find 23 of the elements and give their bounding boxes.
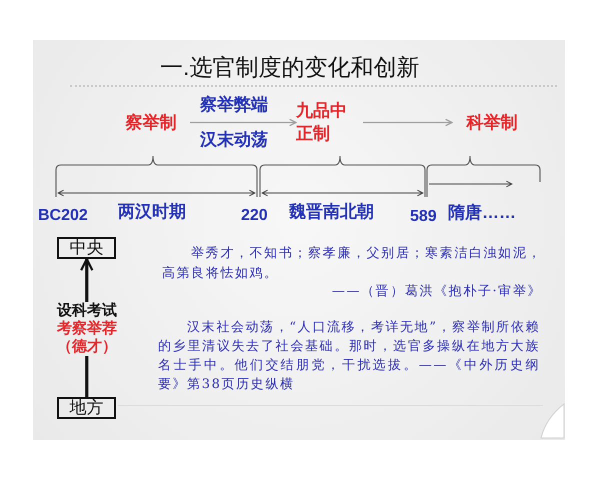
system-label: 九品中正制: [296, 99, 363, 145]
connector-line: [85, 356, 88, 397]
criteria-label: 考察举荐（德才）: [56, 320, 118, 356]
level-box: 地方: [57, 397, 116, 419]
year-label: 589: [410, 207, 437, 227]
arrow: [363, 118, 453, 126]
method-label: 设科考试: [57, 302, 117, 320]
citation-text: ——（晋）葛洪《抱朴子·审举》: [330, 283, 542, 301]
arrow: [190, 118, 297, 126]
quote-text: 举秀才，不知书；察孝廉，父别居；寒素洁白浊如泥，高第良将怯如鸡。: [162, 245, 542, 283]
period-label: 隋唐……: [448, 202, 516, 224]
quote-text: 汉末社会动荡，“人口流移，考详无地”，察举制所依赖的乡里清议失去了社会基础。那时，选官多操纵在地方大族名士手中。他们交结朋党，干扰选拔。——《中外历史纲要》第38页历史纵横: [158, 319, 540, 394]
cause-label: 察举弊端: [200, 94, 268, 116]
system-label: 察举制: [112, 111, 190, 135]
year-label: BC202: [38, 206, 88, 226]
period-label: 魏晋南北朝: [289, 201, 374, 223]
slide-title: 一.选官制度的变化和创新: [160, 53, 420, 82]
period-label: 两汉时期: [118, 201, 186, 223]
arrow: [80, 258, 94, 302]
system-label: 科举制: [452, 111, 532, 135]
cause-label: 汉末动荡: [200, 129, 268, 151]
year-label: 220: [241, 206, 268, 226]
level-box: 中央: [57, 237, 116, 259]
